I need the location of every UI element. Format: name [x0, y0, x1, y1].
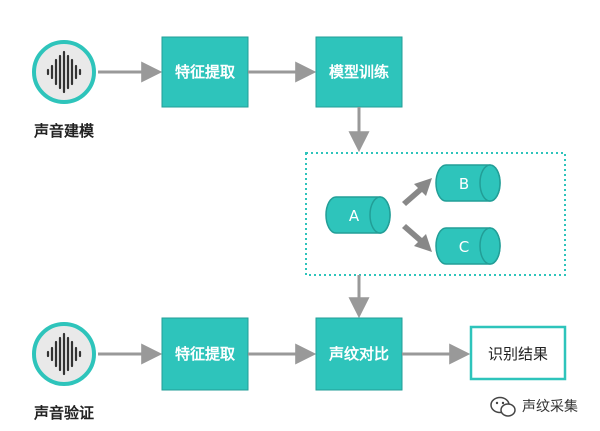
- model-training-label: 模型训练: [329, 63, 389, 81]
- model-a-cylinder: A: [325, 196, 391, 234]
- voiceprint-compare-box: 声纹对比: [315, 317, 403, 391]
- top-caption: 声音建模: [33, 122, 95, 140]
- waveform-icon: [46, 50, 82, 94]
- model-b-label: B: [459, 175, 469, 193]
- model-a-label: A: [349, 207, 360, 225]
- model-c-cylinder: C: [435, 227, 501, 265]
- bottom-sound-icon: [32, 322, 96, 386]
- feature-extraction-label-top: 特征提取: [175, 63, 236, 81]
- arrow-a-to-b: [402, 178, 432, 206]
- recognition-result-label: 识别结果: [488, 345, 548, 363]
- voiceprint-compare-label: 声纹对比: [328, 345, 389, 363]
- waveform-icon: [46, 332, 82, 376]
- model-training-box: 模型训练: [315, 36, 403, 108]
- feature-extraction-label-bottom: 特征提取: [175, 345, 236, 363]
- feature-extraction-box-bottom: 特征提取: [161, 317, 249, 391]
- wechat-icon: [490, 396, 516, 417]
- arrow-a-to-c: [402, 224, 432, 252]
- recognition-result-box: 识别结果: [469, 325, 567, 381]
- watermark-text: 声纹采集: [522, 398, 578, 415]
- top-sound-icon: [32, 40, 96, 104]
- model-c-label: C: [459, 238, 469, 256]
- feature-extraction-box-top: 特征提取: [161, 36, 249, 108]
- model-b-cylinder: B: [435, 164, 501, 202]
- bottom-caption: 声音验证: [33, 404, 94, 422]
- model-set-container: [305, 152, 566, 276]
